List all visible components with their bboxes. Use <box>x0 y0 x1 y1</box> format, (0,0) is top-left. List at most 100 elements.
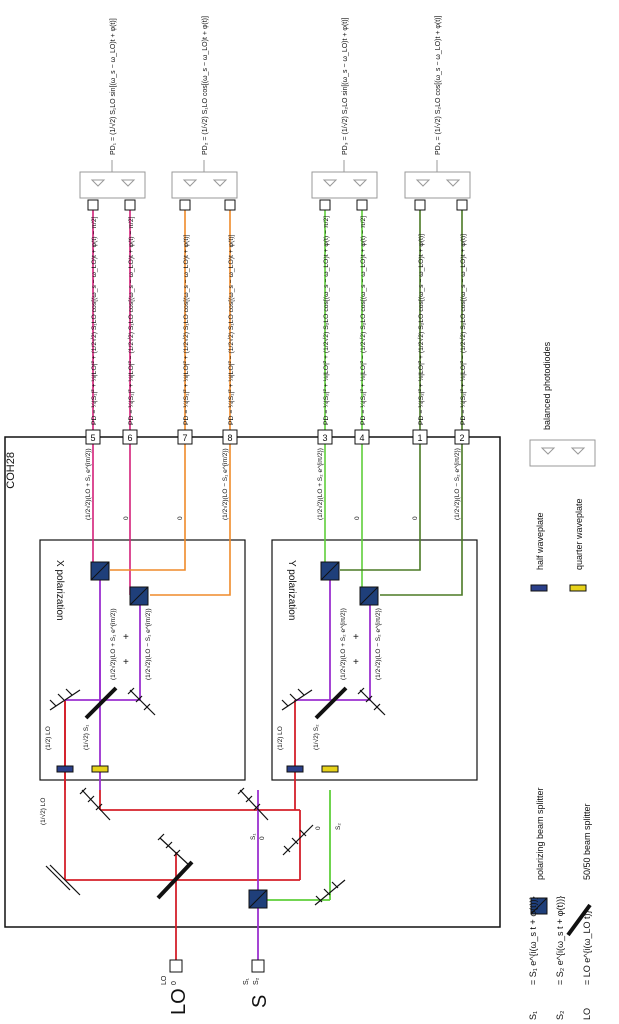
mirror <box>49 688 81 711</box>
pd-balanced-2: PD₂ = (1/√2) S₁LO cos[(ω_s − ω_LO)t + φ(… <box>201 16 209 155</box>
port-6: 6 <box>122 429 138 445</box>
plus-x2: + <box>123 657 129 668</box>
bs-y <box>314 686 348 720</box>
def-s2-rhs: = S₂ e^{i(ω_s t + φ(t))} <box>555 896 565 985</box>
definitions: S₁ = S₁ e^{i(ω_s t + φ(t))} S₂ = S₂ e^{i… <box>528 896 592 1020</box>
y-polarization-box <box>271 539 478 781</box>
s-input-port <box>251 959 265 973</box>
quarter-waveplate-x <box>91 765 109 773</box>
balanced-pd-3 <box>311 160 378 199</box>
label-out-x3: 0 <box>177 516 184 520</box>
port-label: 2 <box>459 433 464 443</box>
legend-balanced-label: balanced photodiodes <box>542 341 552 430</box>
pd-expr-2: PD = ¼|S₂|² + ⅛|LO|² − (1/2√2) S₂LO cos[… <box>459 234 467 425</box>
label-lo-half: (1/√2) LO <box>39 798 47 825</box>
quarter-waveplate-y <box>321 765 339 773</box>
plus-x1: + <box>123 632 129 643</box>
module-frame <box>4 436 501 928</box>
lo-vec-bot: 0 <box>171 981 178 985</box>
lo-vec-top: LO <box>161 975 168 985</box>
def-s1-rhs: = S₁ e^{i(ω_s t + φ(t))} <box>528 896 538 985</box>
pd-expr-1: PD = ¼|S₂|² + ⅛|LO|² + (1/2√2) S₂LO cos[… <box>417 234 425 425</box>
port-label: 1 <box>417 433 422 443</box>
port-label: 4 <box>359 433 364 443</box>
label-wp-y-lo: (1/2) LO <box>277 726 284 750</box>
beam-splitters <box>84 686 348 900</box>
legend-bs-label: 50/50 beam splitter <box>582 803 592 880</box>
label-mix-y2: (1/2√2)(LO − S₂ e^{iπ/2}) <box>374 608 382 680</box>
def-s2-lhs: S₂ <box>555 1010 565 1020</box>
pbs-y1 <box>320 561 340 581</box>
label-mix-x1: (1/2√2)(LO + S₁ e^{iπ/2}) <box>109 608 117 680</box>
mirror <box>127 687 156 716</box>
bs-lo <box>156 860 194 900</box>
port-label: 5 <box>90 433 95 443</box>
label-out-x4: (1/2√2)(LO − S₁ e^{iπ/2}) <box>221 448 229 520</box>
mirror <box>314 879 346 906</box>
pd-expr-4: PD = ¼|S₂|² + ⅛|LO|² − (1/2√2) S₂LO cos[… <box>359 216 367 425</box>
label-s2-bot: S₂ <box>335 823 342 830</box>
port-4: 4 <box>354 429 370 445</box>
legend-quarter-label: quarter waveplate <box>574 498 584 570</box>
label-s2-top: 0 <box>315 826 322 830</box>
pd-balanced-1: PD₁ = (1/√2) S₁LO sin[(ω_s − ω_LO)t + φ(… <box>109 18 117 155</box>
mirror <box>282 824 314 856</box>
pd-connectors <box>87 199 468 211</box>
y-polarization-label: Y polarization <box>286 560 297 620</box>
plus-y2: + <box>353 657 359 668</box>
s-vec-top: S₁ <box>243 977 250 985</box>
label-wp-y-s: (1/√2) S₂ <box>312 724 320 750</box>
pbs-y2 <box>359 586 379 606</box>
legend-pbs: polarizing beam splitter <box>530 787 548 915</box>
port-5: 5 <box>85 429 101 445</box>
x-pink-outputs <box>92 200 131 595</box>
mirrors <box>45 687 386 906</box>
label-mix-x2: (1/2√2)(LO − S₁ e^{iπ/2}) <box>144 608 152 680</box>
legend-balanced: balanced photodiodes <box>529 341 596 467</box>
port-label: 7 <box>182 433 187 443</box>
inputs: LO S LO 0 S₁ S₂ <box>161 959 271 1015</box>
mirror <box>45 864 81 896</box>
s-vec-bot: S₂ <box>253 977 260 985</box>
def-s1-lhs: S₁ <box>528 1011 538 1020</box>
x-orange-outputs <box>110 200 231 596</box>
balanced-output-formulas: PD₁ = (1/√2) S₁LO sin[(ω_s − ω_LO)t + φ(… <box>109 15 442 155</box>
half-waveplate-x <box>56 765 74 773</box>
legend-half: half waveplate <box>530 512 548 592</box>
balanced-pd-1 <box>79 160 146 199</box>
lo-input-label: LO <box>168 988 190 1015</box>
y-green-outputs <box>324 200 363 595</box>
pbs-input <box>248 889 268 909</box>
label-mix-y1: (1/2√2)(LO + S₂ e^{iπ/2}) <box>339 608 347 680</box>
port-label: 6 <box>127 433 132 443</box>
pd-expr-6: PD = ¼|S₁|² + ⅛|LO|² − (1/2√2) S₁LO cos[… <box>127 216 135 425</box>
signal-beam-paths <box>65 570 371 965</box>
port-7: 7 <box>177 429 193 445</box>
bs-x <box>84 686 118 720</box>
label-out-x1: (1/2√2)(LO + S₁ e^{iπ/2}) <box>84 448 92 520</box>
x-polarization-box <box>39 539 246 781</box>
port-8: 8 <box>222 429 238 445</box>
mirror <box>357 687 386 716</box>
polarizing-beam-splitters <box>90 561 379 909</box>
legend-quarter: quarter waveplate <box>569 498 587 592</box>
label-out-y2: 0 <box>354 516 361 520</box>
port-3: 3 <box>317 429 333 445</box>
mirror <box>157 833 191 867</box>
s-input-label: S <box>249 995 271 1008</box>
pd-expr-3: PD = ¼|S₂|² + ⅛|LO|² + (1/2√2) S₂LO cos[… <box>322 216 330 425</box>
port-1: 1 <box>412 429 428 445</box>
label-wp-x-s: (1/√2) S₁ <box>82 724 90 750</box>
pd-expr-8: PD = ¼|S₁|² + ⅛|LO|² − (1/2√2) S₁LO cos[… <box>227 235 235 425</box>
legend-bs: 50/50 beam splitter <box>566 803 592 937</box>
pd-balanced-3: PD₃ = (1/√2) S₂LO sin[(ω_s − ω_LO)t + φ(… <box>341 17 349 155</box>
pd-balanced-4: PD₄ = (1/√2) S₂LO cos[(ω_s − ω_LO)t + φ(… <box>434 15 442 155</box>
port-2: 2 <box>454 429 470 445</box>
def-lo-lhs: LO <box>582 1008 592 1020</box>
legend-half-label: half waveplate <box>535 512 545 570</box>
label-out-y4: (1/2√2)(LO − S₂ e^{iπ/2}) <box>453 448 461 520</box>
balanced-pd-2 <box>171 160 238 199</box>
balanced-photodiodes <box>79 160 471 199</box>
label-wp-x-lo: (1/2) LO <box>45 726 52 750</box>
output-ports: 5 6 7 8 3 4 1 2 <box>85 429 470 445</box>
